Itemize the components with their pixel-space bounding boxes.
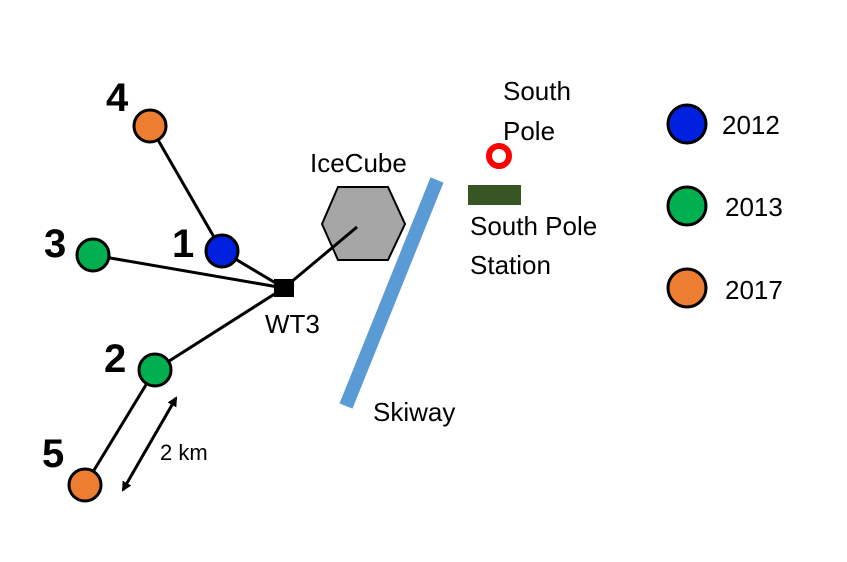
station-1-marker [204,233,240,269]
scale-arrow [121,396,178,492]
skiway-label: Skiway [373,397,455,427]
south-pole-station-marker [468,185,521,205]
legend-2012-swatch [666,103,708,145]
legend-2012-label: 2012 [722,110,780,140]
south-pole-label-line1: South [503,76,571,106]
station-3-marker [75,237,111,273]
station-2-marker [137,352,173,388]
station-3-label: 3 [44,222,66,266]
skiway-line [339,177,444,409]
cable-3-wt3 [92,253,285,290]
station-2-label: 2 [104,337,126,381]
station-1-label: 1 [172,222,194,266]
legend: 2012 2013 2017 [666,103,783,309]
station-5-label: 5 [42,432,64,476]
cable-wt3-icecube [283,225,358,290]
wt3-label: WT3 [265,309,320,339]
icecube-label: IceCube [310,148,407,178]
legend-2017-label: 2017 [725,275,783,305]
scale-label: 2 km [160,440,208,465]
station-4-marker [132,108,168,144]
cable-5-2 [83,369,157,486]
south-pole-label-line2: Pole [503,116,555,146]
south-pole-marker [486,143,512,169]
legend-2017-swatch [666,267,708,309]
station-5-marker [67,467,103,503]
stations [67,108,240,503]
station-label-line2: Station [470,250,551,280]
cables [83,125,285,486]
legend-2013-label: 2013 [725,192,783,222]
legend-2013-swatch [666,185,708,227]
station-4-label: 4 [106,76,129,120]
station-label-line1: South Pole [470,211,597,241]
wt3-hub [274,279,294,297]
cable-2-wt3 [154,286,285,372]
cable-4-1 [148,125,224,252]
icecube-hexagon [320,186,407,261]
